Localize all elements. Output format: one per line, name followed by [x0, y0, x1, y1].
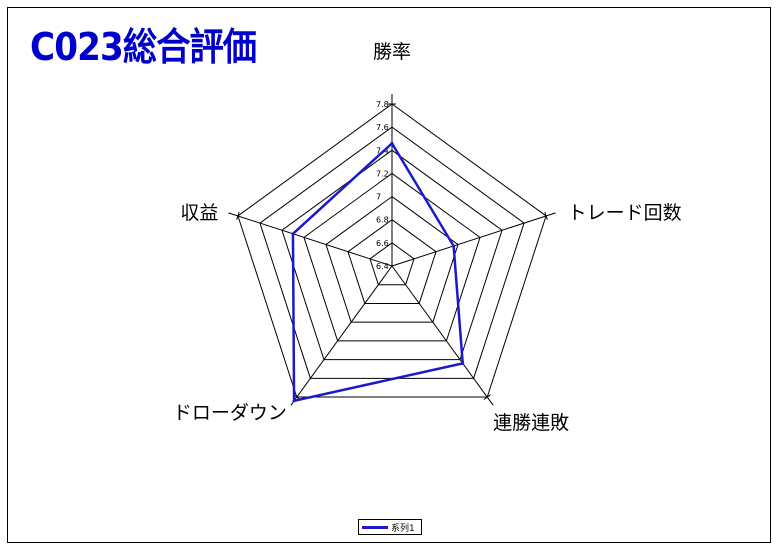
axis-tick-1 — [544, 211, 548, 220]
legend-series-label: 系列1 — [391, 523, 415, 534]
data-point-0-4 — [291, 232, 295, 236]
axis-spoke-3 — [290, 265, 393, 406]
grid-ring-5 — [281, 149, 503, 361]
axis-spoke-2 — [391, 265, 494, 406]
axis-label-2: 連勝連敗 — [493, 412, 569, 434]
tick-label-7: 7.8 — [376, 100, 389, 109]
series-line-0 — [291, 141, 465, 403]
legend: 系列1 — [358, 519, 422, 535]
axis-tick-4 — [236, 211, 240, 220]
chart-area — [7, 7, 771, 543]
axis-tick-2 — [483, 394, 491, 400]
data-point-0-0 — [390, 141, 394, 145]
data-point-0-3 — [292, 399, 296, 403]
grid-ring-7 — [237, 103, 547, 398]
legend-series-line — [362, 525, 388, 529]
tick-label-1: 6.6 — [376, 239, 389, 248]
tick-label-4: 7.2 — [376, 169, 389, 178]
axis-label-3: ドローダウン — [173, 402, 287, 424]
grid-ring-2 — [347, 219, 437, 304]
axis-label-4: 収益 — [180, 202, 218, 224]
axis-spoke-1 — [391, 212, 556, 267]
axis-label-1: トレード回数 — [568, 202, 682, 224]
axis-spoke-4 — [228, 212, 393, 267]
grid-ring-4 — [303, 172, 481, 342]
grid-ring-1 — [369, 242, 415, 286]
axis-label-0: 勝率 — [373, 41, 411, 63]
tick-label-3: 7 — [376, 193, 381, 202]
data-point-0-2 — [461, 361, 465, 365]
chart-title: C023総合評価 — [30, 25, 257, 69]
tick-label-2: 6.8 — [376, 216, 389, 225]
tick-label-6: 7.6 — [376, 123, 389, 132]
data-point-0-1 — [452, 244, 456, 248]
tick-label-0: 6.4 — [376, 262, 389, 271]
